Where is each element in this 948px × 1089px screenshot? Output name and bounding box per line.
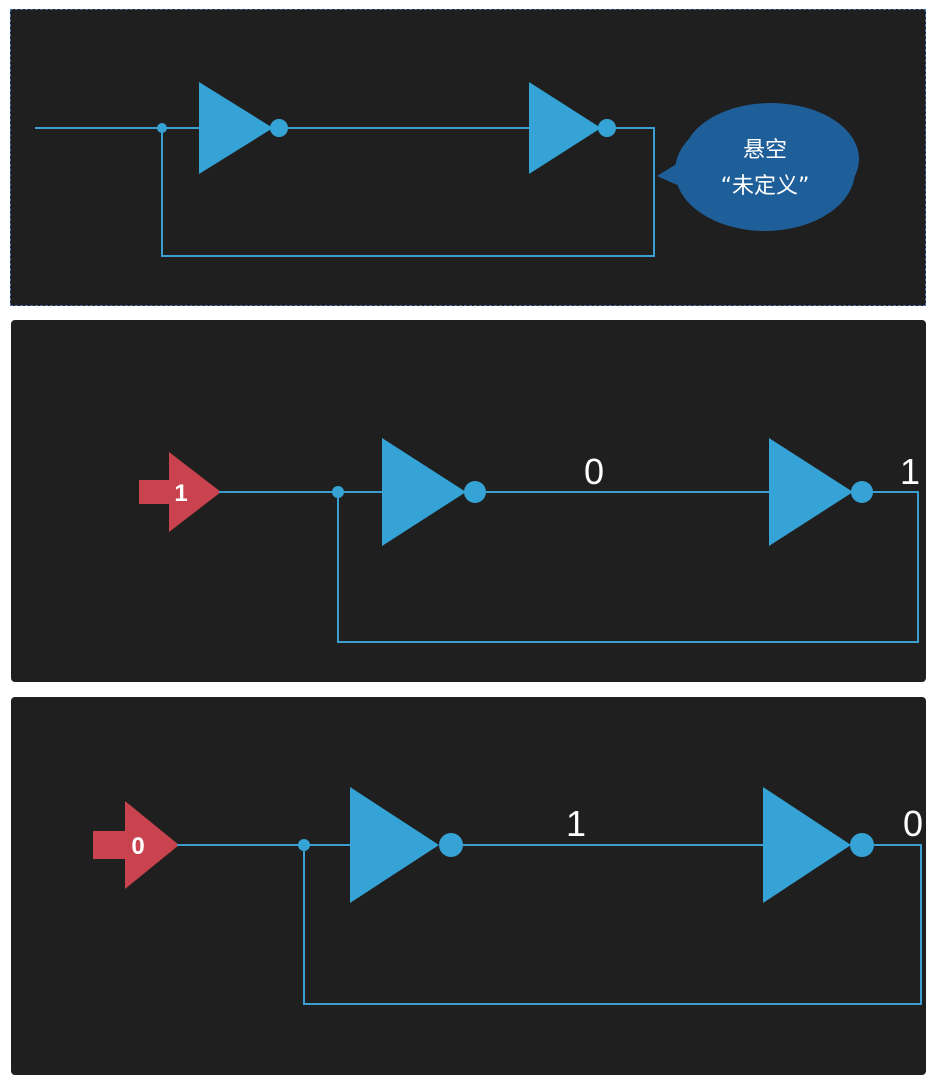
inverter-gate-2 (529, 82, 601, 174)
feedback-wire (337, 491, 919, 643)
circuit-panel-input-one: 1 0 1 (11, 320, 926, 682)
inverter-gate-2 (769, 438, 853, 546)
inverter-gate-1 (199, 82, 273, 174)
inverter-gate-1 (350, 787, 439, 903)
input-value-label: 0 (131, 833, 144, 860)
output-value-label: 0 (903, 803, 923, 844)
inverter-bubble-1 (464, 481, 486, 503)
input-arrow (139, 452, 221, 532)
bubble-text-line1: 悬空 (743, 138, 787, 163)
callout-bubble-body (675, 111, 855, 231)
circuit-panel-input-zero: 0 1 0 (11, 697, 926, 1075)
circuit-panel-floating: 悬空 “未定义” (10, 9, 926, 306)
inverter-bubble-2 (850, 833, 874, 857)
inverter-bubble-2 (851, 481, 873, 503)
inverter-bubble-2 (598, 119, 616, 137)
middle-value-label: 0 (584, 451, 604, 492)
circuit-diagram-input-zero: 0 1 0 (93, 787, 923, 1005)
bubble-text-line2: “未定义” (721, 174, 810, 199)
input-arrow (93, 801, 179, 889)
middle-value-label: 1 (566, 803, 586, 844)
inverter-bubble-1 (439, 833, 463, 857)
inverter-bubble-1 (270, 119, 288, 137)
circuit-diagram-input-one: 1 0 1 (139, 438, 920, 643)
inverter-gate-2 (763, 787, 851, 903)
inverter-gate-1 (382, 438, 466, 546)
feedback-wire (161, 127, 655, 257)
input-value-label: 1 (174, 480, 187, 507)
feedback-wire (303, 844, 922, 1005)
output-value-label: 1 (900, 451, 920, 492)
circuit-diagram-floating: 悬空 “未定义” (35, 82, 859, 257)
